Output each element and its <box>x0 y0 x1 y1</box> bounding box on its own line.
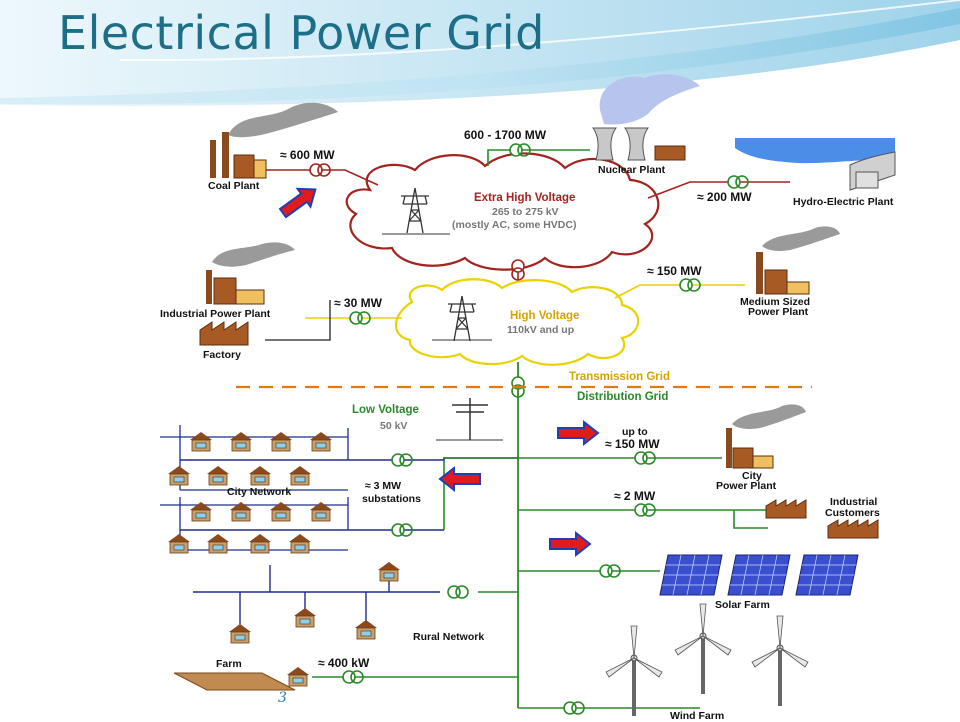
rural-network-label: Rural Network <box>413 631 485 643</box>
hv-cloud <box>394 278 640 366</box>
wind-farm-icon <box>605 603 809 717</box>
wind-farm-label: Wind Farm <box>670 710 725 722</box>
substations-label: substations <box>362 493 421 505</box>
ehv-title: Extra High Voltage <box>474 192 576 204</box>
utility-pole-icon <box>436 398 503 441</box>
transmission-grid-label: Transmission Grid <box>569 371 670 383</box>
nuclear-plant-icon <box>592 74 700 161</box>
header-swoosh-band <box>0 8 960 105</box>
industrial-customers-label-2: Customers <box>825 507 880 519</box>
city-plant-icon <box>726 404 806 469</box>
medium-plant-label-2: Power Plant <box>748 306 809 318</box>
page-title: Electrical Power Grid <box>58 6 545 60</box>
hydro-plant-label: Hydro-Electric Plant <box>793 196 894 208</box>
substations-power: ≈ 3 MW <box>365 480 402 492</box>
farm-field <box>173 672 296 691</box>
red-arrow-icon <box>557 421 599 445</box>
medium-plant-icon <box>756 226 840 295</box>
medium-plant-power: ≈ 150 MW <box>647 264 702 278</box>
industrial-customers-power: ≈ 2 MW <box>614 489 656 503</box>
low-voltage-value: 50 kV <box>380 420 408 432</box>
solar-farm-label: Solar Farm <box>715 599 770 611</box>
ehv-note: (mostly AC, some HVDC) <box>452 219 577 231</box>
city-plant-label-2: Power Plant <box>716 480 777 492</box>
nuclear-plant-power: 600 - 1700 MW <box>464 128 547 142</box>
city-network-label: City Network <box>227 486 292 498</box>
farm-power: ≈ 400 kW <box>318 656 370 670</box>
slide-number: 3 <box>278 690 287 706</box>
city-plant-power-1: up to <box>622 426 648 438</box>
hv-title: High Voltage <box>510 310 580 322</box>
red-arrow-icon <box>439 467 481 491</box>
coal-plant-label: Coal Plant <box>208 180 260 192</box>
distribution-grid-label: Distribution Grid <box>577 391 669 403</box>
ehv-voltage: 265 to 275 kV <box>492 206 559 218</box>
low-voltage-title: Low Voltage <box>352 404 419 416</box>
solar-farm-icon <box>659 554 859 596</box>
industrial-plant-icon <box>206 242 295 305</box>
hydro-plant-power: ≈ 200 MW <box>697 190 752 204</box>
coal-plant-icon <box>210 102 338 179</box>
industrial-customers-icon <box>765 499 879 539</box>
factory-icon <box>199 321 249 346</box>
farm-label: Farm <box>216 658 242 670</box>
city-plant-power-2: ≈ 150 MW <box>605 437 660 451</box>
red-arrow-icon <box>275 179 323 223</box>
hydro-plant-icon <box>735 138 896 191</box>
coal-plant-power: ≈ 600 MW <box>280 148 335 162</box>
medium-plant-label-1: Medium Sized <box>740 296 811 308</box>
city-plant-label-1: City <box>742 470 762 482</box>
nuclear-plant-label: Nuclear Plant <box>598 164 666 176</box>
ehv-cloud <box>345 152 660 271</box>
red-arrow-icon <box>549 532 591 556</box>
industrial-plant-label: Industrial Power Plant <box>160 308 271 320</box>
industrial-plant-power: ≈ 30 MW <box>334 296 382 310</box>
hv-voltage: 110kV and up <box>507 324 575 336</box>
industrial-customers-label-1: Industrial <box>830 496 878 508</box>
factory-label: Factory <box>203 349 241 361</box>
